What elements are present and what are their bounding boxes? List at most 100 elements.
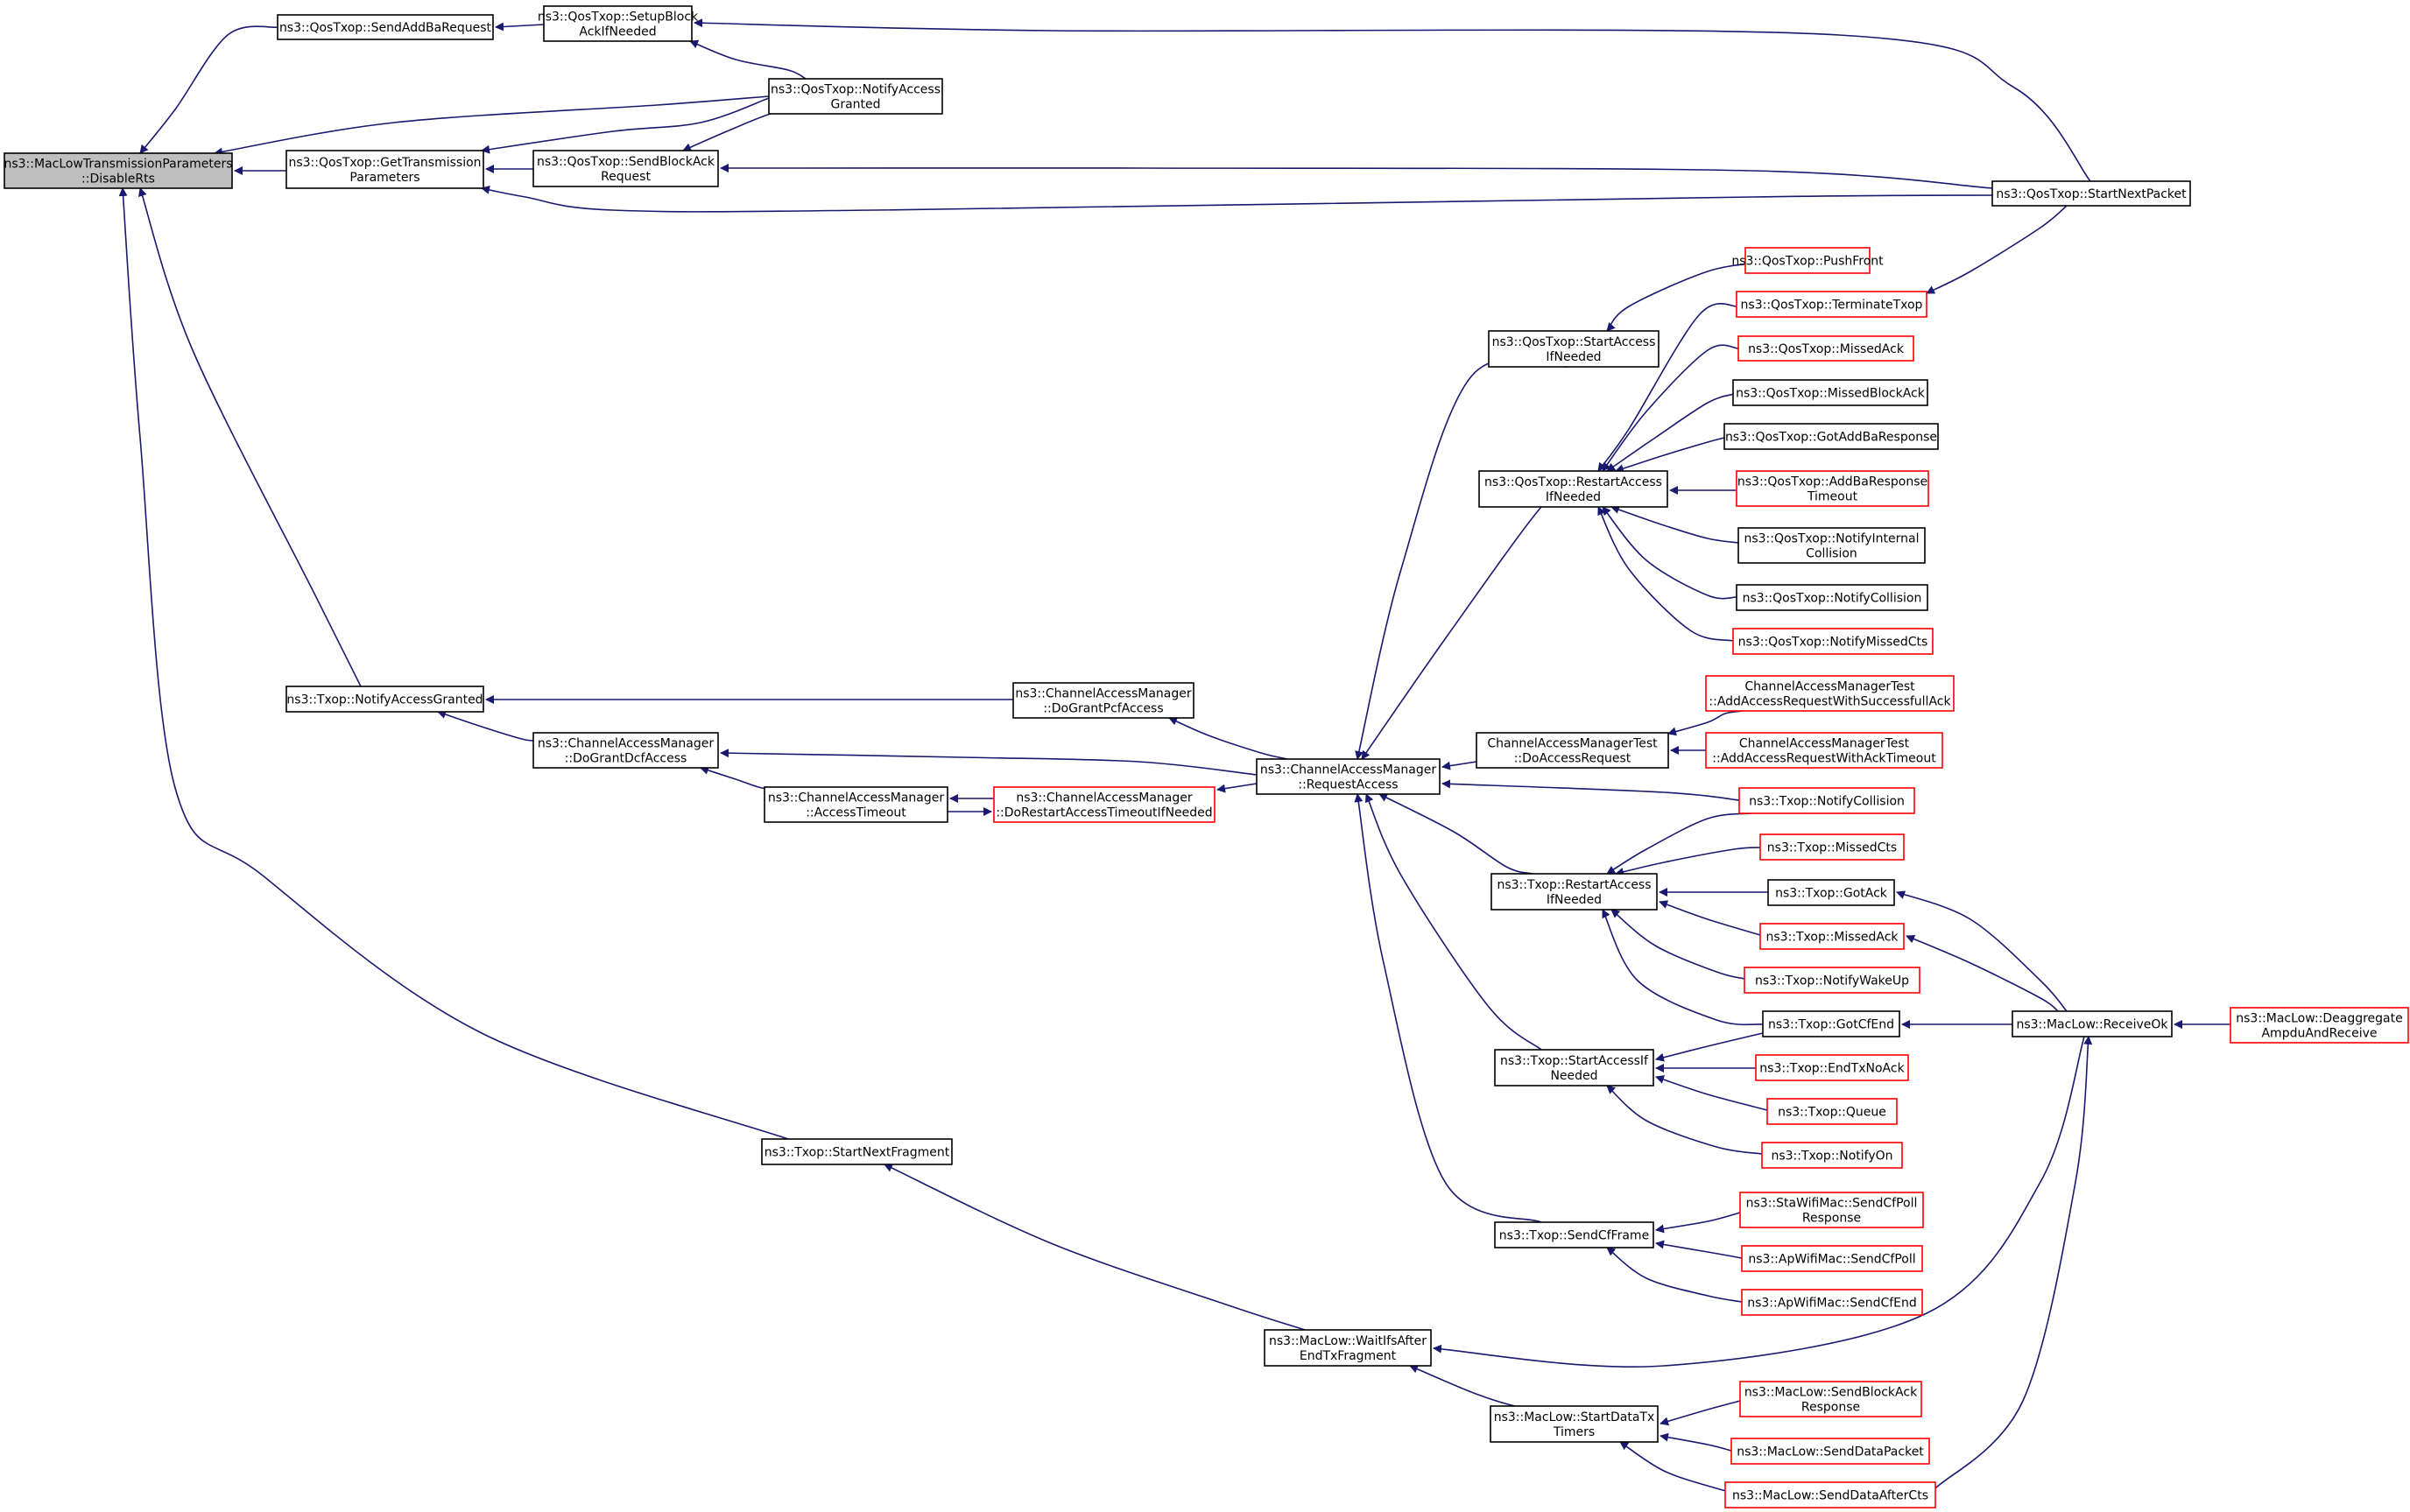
call-edge-notifyAccessQ-to-setupBlock [689,39,807,80]
node-label-line: ns3::QosTxop::SendAddBaRequest [279,21,492,35]
node-requestAccess[interactable]: ns3::ChannelAccessManager::RequestAccess [1256,758,1441,795]
node-doRestartTimeout[interactable]: ns3::ChannelAccessManager::DoRestartAcce… [993,786,1216,823]
node-box [1739,1192,1924,1228]
node-qGotAddBa[interactable]: ns3::QosTxop::GotAddBaResponse [1723,423,1939,450]
node-box [1494,1049,1654,1087]
node-label-line: ::DoGrantDcfAccess [565,752,687,766]
call-edge-sendDataAfterCts-to-startDataTx [1619,1441,1744,1495]
node-receiveOk[interactable]: ns3::MacLow::ReceiveOk [2012,1010,2173,1037]
node-box [4,152,233,189]
node-label-line: ::AddAccessRequestWithSuccessfullAck [1709,695,1951,709]
node-sendDataAfterCts[interactable]: ns3::MacLow::SendDataAfterCts [1724,1481,1936,1508]
node-qMissedAck[interactable]: ns3::QosTxop::MissedAck [1737,335,1914,362]
node-tNotifyWakeUp[interactable]: ns3::Txop::NotifyWakeUp [1744,967,1920,994]
node-box [1730,1438,1930,1465]
node-sendAddBa[interactable]: ns3::QosTxop::SendAddBaRequest [277,14,494,40]
node-box [543,5,693,42]
node-box [1759,833,1905,861]
node-tMissedCts[interactable]: ns3::Txop::MissedCts [1759,833,1905,861]
node-label-line: ns3::Txop::NotifyWakeUp [1755,974,1909,988]
node-box [1264,1329,1432,1367]
call-edge-tMissedCts-to-tRestartAccess [1615,847,1761,876]
node-camtAckTimeout[interactable]: ChannelAccessManagerTest::AddAccessReque… [1705,732,1943,769]
node-doGrantPcf[interactable]: ns3::ChannelAccessManager::DoGrantPcfAcc… [1012,682,1194,719]
node-tGotAck[interactable]: ns3::Txop::GotAck [1767,879,1895,906]
node-apSendCfEnd[interactable]: ns3::ApWifiMac::SendCfEnd [1741,1289,1923,1316]
node-label-line: ::DoRestartAccessTimeoutIfNeeded [996,806,1212,820]
node-qNotifyCollision[interactable]: ns3::QosTxop::NotifyCollision [1736,584,1928,611]
call-edge-requestAccess-to-doRestartTimeout [1216,783,1258,793]
node-doGrantDcf[interactable]: ns3::ChannelAccessManager::DoGrantDcfAcc… [532,732,719,769]
node-qMissedBlockAck[interactable]: ns3::QosTxop::MissedBlockAck [1732,379,1928,406]
call-edge-receiveOk-to-tGotAck [1896,890,2068,1012]
node-box [1736,470,1929,507]
node-label-line: ns3::MacLow::StartDataTx [1494,1410,1655,1424]
call-edge-accessTimeout-to-doGrantDcf [700,766,780,790]
call-edge-sendBlockAckResp-to-startDataTx [1660,1400,1741,1426]
node-label-line: AckIfNeeded [579,25,656,39]
call-edge-sendDataAfterCts-to-receiveOk [1934,1036,2093,1489]
node-tStartNextFrag[interactable]: ns3::Txop::StartNextFragment [761,1138,953,1165]
node-tNotifyCollision[interactable]: ns3::Txop::NotifyCollision [1738,787,1915,814]
call-edge-qNotifyCollision-to-qRestartAccess [1602,506,1737,600]
node-box [993,786,1216,823]
node-box [1732,628,1934,655]
node-accessTimeout[interactable]: ns3::ChannelAccessManager::AccessTimeout [764,786,948,823]
node-txopNotifyAccess[interactable]: ns3::Txop::NotifyAccessGranted [285,686,484,713]
call-edge-requestAccess-to-doGrantPcf [1168,717,1288,760]
node-box [1736,584,1928,611]
node-label-line: ns3::Txop::MissedCts [1767,841,1897,855]
node-tSendCfFrame[interactable]: ns3::Txop::SendCfFrame [1494,1221,1654,1248]
node-box [1762,1010,1900,1037]
node-qNotifyMissedCts[interactable]: ns3::QosTxop::NotifyMissedCts [1732,628,1934,655]
node-box [1738,787,1915,814]
node-sendDataPacket[interactable]: ns3::MacLow::SendDataPacket [1730,1438,1930,1465]
node-tNotifyOn[interactable]: ns3::Txop::NotifyOn [1761,1142,1903,1169]
call-edge-sendDataPacket-to-startDataTx [1660,1432,1732,1452]
call-edge-tSendCfFrame-to-requestAccess [1354,793,1542,1223]
node-tMissedAck[interactable]: ns3::Txop::MissedAck [1759,923,1905,950]
node-camtDoAccess[interactable]: ChannelAccessManagerTest::DoAccessReques… [1476,732,1669,769]
call-edge-notifyAccessQ-to-root [214,95,770,157]
node-pushFront[interactable]: ns3::QosTxop::PushFront [1731,247,1884,274]
node-box [285,686,484,713]
node-label-line: ns3::ChannelAccessManager [1016,791,1193,805]
node-camtSuccess[interactable]: ChannelAccessManagerTest::AddAccessReque… [1705,675,1955,712]
node-notifyAccessQ[interactable]: ns3::QosTxop::NotifyAccessGranted [768,78,943,115]
node-label-line: ns3::Txop::GotAck [1775,887,1888,901]
call-edge-tNotifyCollision-to-requestAccess [1441,779,1740,801]
node-tQueue[interactable]: ns3::Txop::Queue [1766,1098,1898,1125]
node-box [1723,423,1939,450]
node-box [1755,1054,1909,1081]
node-tEndTxNoAck[interactable]: ns3::Txop::EndTxNoAck [1755,1054,1909,1081]
node-box [1767,879,1895,906]
node-label-line: IfNeeded [1546,350,1601,364]
node-box [1494,1221,1654,1248]
node-box [2012,1010,2173,1037]
node-startNextPacket[interactable]: ns3::QosTxop::StartNextPacket [1991,180,2191,207]
node-label-line: ::RequestAccess [1298,778,1398,792]
node-apSendCfPoll[interactable]: ns3::ApWifiMac::SendCfPoll [1741,1245,1923,1272]
node-label-line: ns3::QosTxop::StartNextPacket [1996,187,2187,201]
node-box [1256,758,1441,795]
node-label-line: ChannelAccessManagerTest [1487,737,1658,751]
call-edge-qRestartAccess-to-requestAccess [1361,496,1560,760]
node-tGotCfEnd[interactable]: ns3::Txop::GotCfEnd [1762,1010,1900,1037]
call-edge-tGotCfEnd-to-tStartAccess [1655,1032,1764,1062]
node-terminateTxop[interactable]: ns3::QosTxop::TerminateTxop [1736,291,1927,318]
node-label-line: ns3::Txop::NotifyAccessGranted [286,693,483,707]
